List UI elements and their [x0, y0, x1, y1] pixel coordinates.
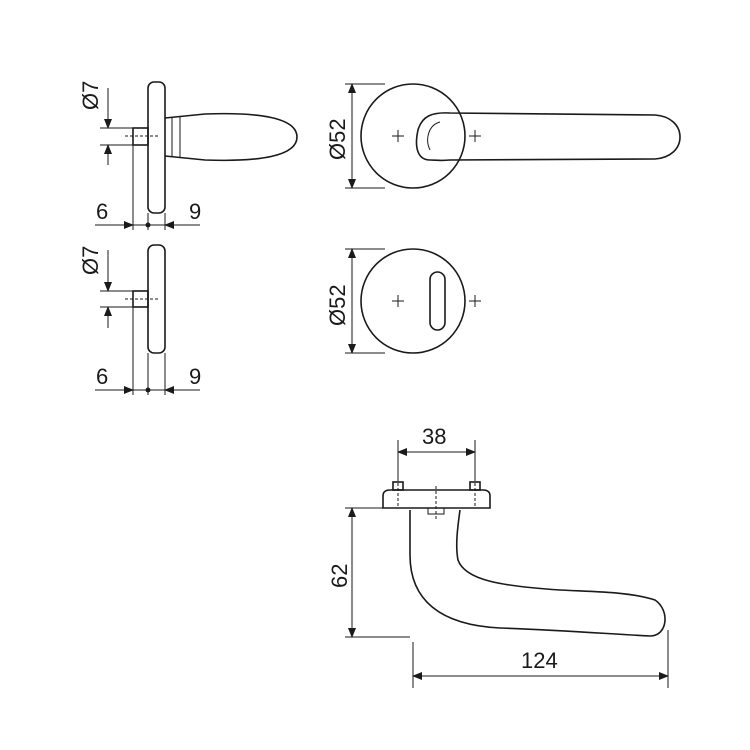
- right-dim-label: 9: [189, 199, 201, 224]
- screw-mark: [469, 295, 481, 307]
- rose-circle: [360, 248, 466, 354]
- screw-spacing-label: 38: [422, 424, 446, 449]
- spindle-diameter-label: Ø7: [78, 81, 103, 110]
- rose-plate: [382, 489, 491, 509]
- side-view-lever: Ø7 6 9: [78, 81, 298, 230]
- rose-diameter-label: Ø52: [325, 284, 350, 326]
- screw-mark: [392, 130, 404, 142]
- top-view: 38 62 124: [327, 424, 669, 688]
- right-dim-label: 9: [189, 364, 201, 389]
- left-dim-label: 6: [96, 364, 108, 389]
- lever-profile: [164, 112, 298, 162]
- side-view-keyhole: Ø7 6 9: [78, 244, 201, 395]
- rose-diameter-label: Ø52: [325, 118, 350, 160]
- rose-circle: [360, 83, 466, 189]
- lever-outline: [415, 112, 681, 162]
- length-label: 124: [521, 648, 558, 673]
- lever-outline: [409, 509, 666, 637]
- keyhole: [429, 271, 446, 331]
- screw-mark: [392, 295, 404, 307]
- height-label: 62: [327, 564, 352, 588]
- rose-plate: [147, 81, 166, 214]
- spindle-diameter-label: Ø7: [78, 246, 103, 275]
- front-view-keyhole: Ø52: [325, 248, 481, 354]
- left-dim-label: 6: [96, 199, 108, 224]
- screw-mark: [469, 130, 481, 142]
- front-view-lever: Ø52: [325, 83, 681, 189]
